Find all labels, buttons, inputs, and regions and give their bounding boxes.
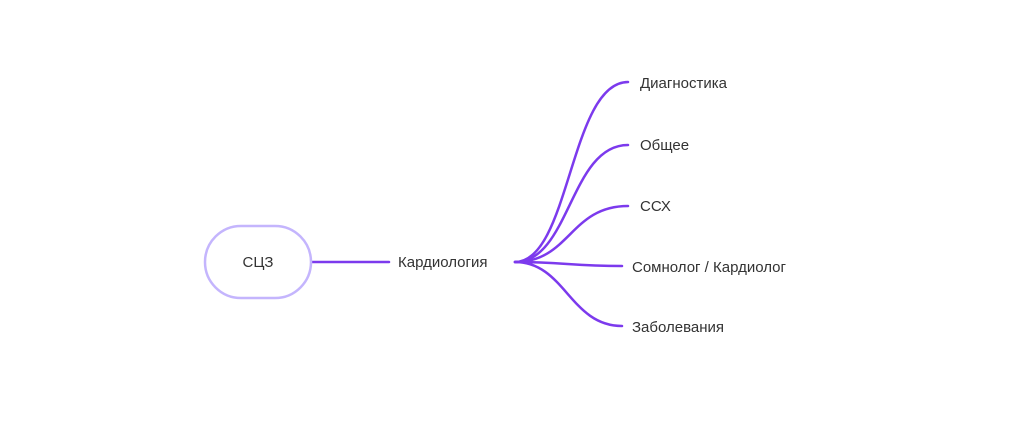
branch-line-somnolog <box>513 260 624 268</box>
branch-group <box>513 80 630 328</box>
branch-line-diagnostika <box>513 80 630 264</box>
root-node-shape <box>203 224 313 300</box>
branch-line-obshchee <box>513 143 630 264</box>
subtopic-label: Общее <box>640 137 689 154</box>
subtopic-label: Диагностика <box>640 75 728 92</box>
root-node-label: СЦЗ <box>243 254 274 271</box>
subtopic-node-obshchee[interactable]: Общее <box>640 137 689 154</box>
subtopic-node-ssh[interactable]: ССХ <box>640 198 671 215</box>
root-node[interactable]: СЦЗ <box>203 224 313 300</box>
subtopic-label: ССХ <box>640 198 671 215</box>
main-topic-node[interactable]: Кардиология <box>398 254 487 271</box>
subtopic-label: Сомнолог / Кардиолог <box>632 259 787 276</box>
branch-line-ssh <box>513 204 630 264</box>
subtopic-node-zabolevaniya[interactable]: Заболевания <box>632 319 724 336</box>
subtopic-node-diagnostika[interactable]: Диагностика <box>640 75 728 92</box>
subtopic-label: Заболевания <box>632 319 724 336</box>
branch-line-zabolevaniya <box>513 260 624 328</box>
subtopic-node-somnolog[interactable]: Сомнолог / Кардиолог <box>632 259 787 276</box>
main-topic-label: Кардиология <box>398 254 487 271</box>
